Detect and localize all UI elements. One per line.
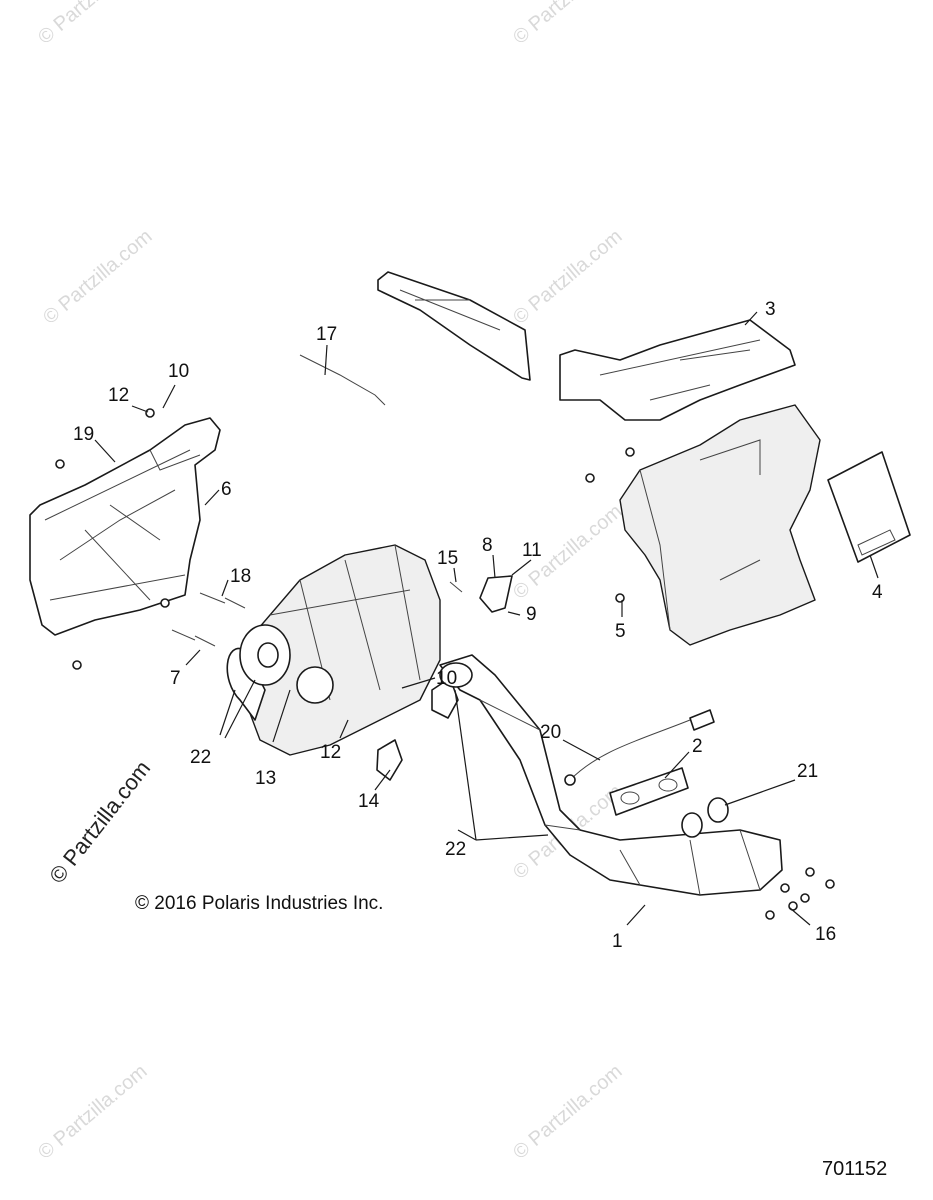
head-pipe — [439, 654, 783, 896]
callout-20: 20 — [540, 722, 561, 743]
oxygen-sensor — [564, 709, 715, 786]
muffler-outlet — [296, 666, 334, 704]
callout-8: 8 — [482, 535, 493, 556]
mount-brackets — [376, 677, 459, 781]
callout-12-lower: 12 — [320, 742, 341, 763]
rear-heat-shield — [619, 404, 821, 646]
watermark-text-dark: © Partzilla.com — [44, 756, 155, 888]
callout-12-upper: 12 — [108, 385, 129, 406]
callout-6: 6 — [221, 479, 232, 500]
watermark-text: © Partzilla.com — [34, 0, 151, 49]
callout-19: 19 — [73, 424, 94, 445]
callout-16: 16 — [815, 924, 836, 945]
callout-22-right: 22 — [445, 839, 466, 860]
callout-10-upper: 10 — [168, 361, 189, 382]
copyright-notice: © 2016 Polaris Industries Inc. — [135, 893, 384, 914]
callout-15: 15 — [437, 548, 458, 569]
upper-shield-bracket — [377, 271, 531, 381]
callout-21: 21 — [797, 761, 818, 782]
callout-3: 3 — [765, 299, 776, 320]
seal-rings — [681, 797, 729, 838]
callout-7: 7 — [170, 668, 181, 689]
diagram-number: 701152 — [822, 1158, 888, 1180]
sensor-cap — [479, 575, 513, 613]
watermark-text: © Partzilla.com — [509, 225, 626, 328]
shield-plate — [827, 451, 911, 563]
springs-bolts — [55, 408, 835, 920]
watermark-text: © Partzilla.com — [509, 1060, 626, 1163]
watermark-text: © Partzilla.com — [39, 225, 156, 328]
callout-10-lower: 10 — [436, 668, 457, 689]
callout-14: 14 — [358, 791, 380, 812]
callout-2: 2 — [692, 736, 703, 757]
callout-9: 9 — [526, 604, 537, 625]
tie-strap — [299, 354, 386, 406]
callout-labels: 1 2 3 4 5 6 7 8 9 10 10 11 12 12 13 14 1… — [73, 299, 883, 952]
heat-shield-left — [29, 417, 221, 636]
muffler-body — [226, 544, 441, 756]
callout-22-left: 22 — [190, 747, 211, 768]
callout-13: 13 — [255, 768, 276, 789]
callout-4: 4 — [872, 582, 883, 603]
callout-5: 5 — [615, 621, 626, 642]
watermark-text: © Partzilla.com — [34, 1060, 151, 1163]
exhaust-gasket — [609, 767, 689, 816]
watermark-text: © Partzilla.com — [509, 0, 626, 49]
leader-lines — [94, 311, 879, 926]
callout-18: 18 — [230, 566, 251, 587]
upper-shield — [559, 319, 796, 421]
callout-11: 11 — [522, 540, 542, 561]
callout-1: 1 — [612, 931, 623, 952]
callout-17: 17 — [316, 324, 337, 345]
